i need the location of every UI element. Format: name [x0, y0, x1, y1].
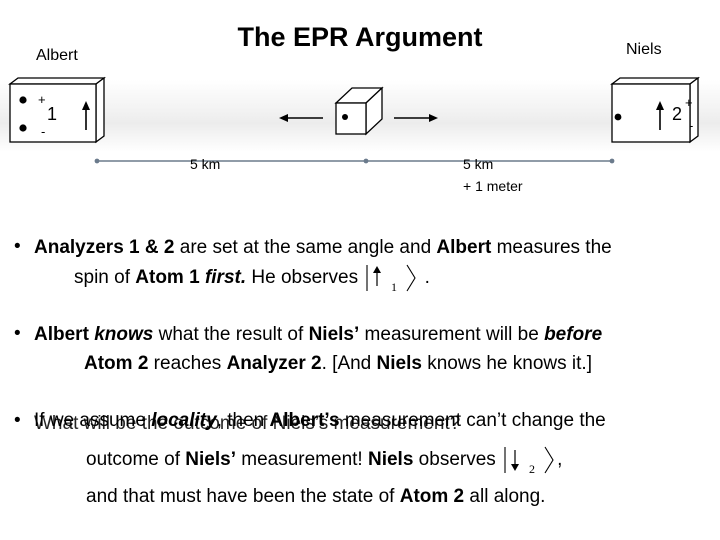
analyzer-1-port-bottom	[19, 124, 27, 132]
analyzer-1-plus: +	[38, 92, 46, 107]
bullet-1: Analyzers 1 & 2 are set at the same angl…	[34, 233, 714, 294]
analyzer-2-number: 2	[672, 104, 683, 124]
niels-label: Niels	[626, 41, 662, 58]
ket-spin-up-atom-1: 1	[366, 264, 417, 294]
bullet-1-line-2: spin of Atom 1 first. He observes 1 .	[34, 262, 714, 294]
bullet-3-dot: •	[14, 410, 21, 431]
ket-2-subscript: 2	[529, 462, 535, 476]
analyzer-2-plus: +	[685, 95, 693, 110]
analyzer-2-port	[614, 113, 622, 121]
bullet-3-line-1b: What will be the outcome of Niels’s meas…	[34, 413, 461, 434]
slide-title: The EPR Argument	[237, 22, 483, 52]
bullet-3-line-3: and that must have been the state of Ato…	[86, 486, 546, 507]
bullet-2: Albert knows what the result of Niels’ m…	[34, 320, 714, 378]
atom-source	[279, 86, 438, 136]
bullet-3-line-1a: If we assume locality, then Albert’s mea…	[34, 410, 606, 431]
analyzer-2	[610, 76, 700, 144]
distance-right-line2: + 1 meter	[463, 178, 523, 194]
analyzer-1-port-top	[19, 96, 27, 104]
bullet-2-line-2: Atom 2 reaches Analyzer 2. [And Niels kn…	[84, 353, 592, 374]
bullet-3-line-2: outcome of Niels’ measurement! Niels obs…	[86, 444, 716, 476]
analyzer-2-minus: -	[689, 118, 694, 133]
ket-1-subscript: 1	[391, 280, 397, 294]
analyzer-1-number: 1	[47, 104, 58, 124]
distance-right-line1: 5 km	[463, 156, 494, 172]
distance-lines	[94, 158, 615, 164]
distance-right-label: 5 km + 1 meter	[463, 153, 523, 197]
albert-label: Albert	[36, 47, 78, 64]
epr-apparatus-diagram	[8, 76, 700, 164]
analyzer-1-minus: -	[41, 124, 46, 139]
ket-spin-down-atom-2: 2	[504, 446, 554, 476]
bullet-1-line-1: Analyzers 1 & 2 are set at the same angl…	[34, 237, 612, 258]
analyzer-1	[8, 76, 106, 144]
bullet-1-dot: •	[14, 236, 21, 257]
bullet-2-dot: •	[14, 323, 21, 344]
distance-left-label: 5 km	[190, 156, 221, 172]
bullet-2-line-1: Albert knows what the result of Niels’ m…	[34, 324, 603, 345]
